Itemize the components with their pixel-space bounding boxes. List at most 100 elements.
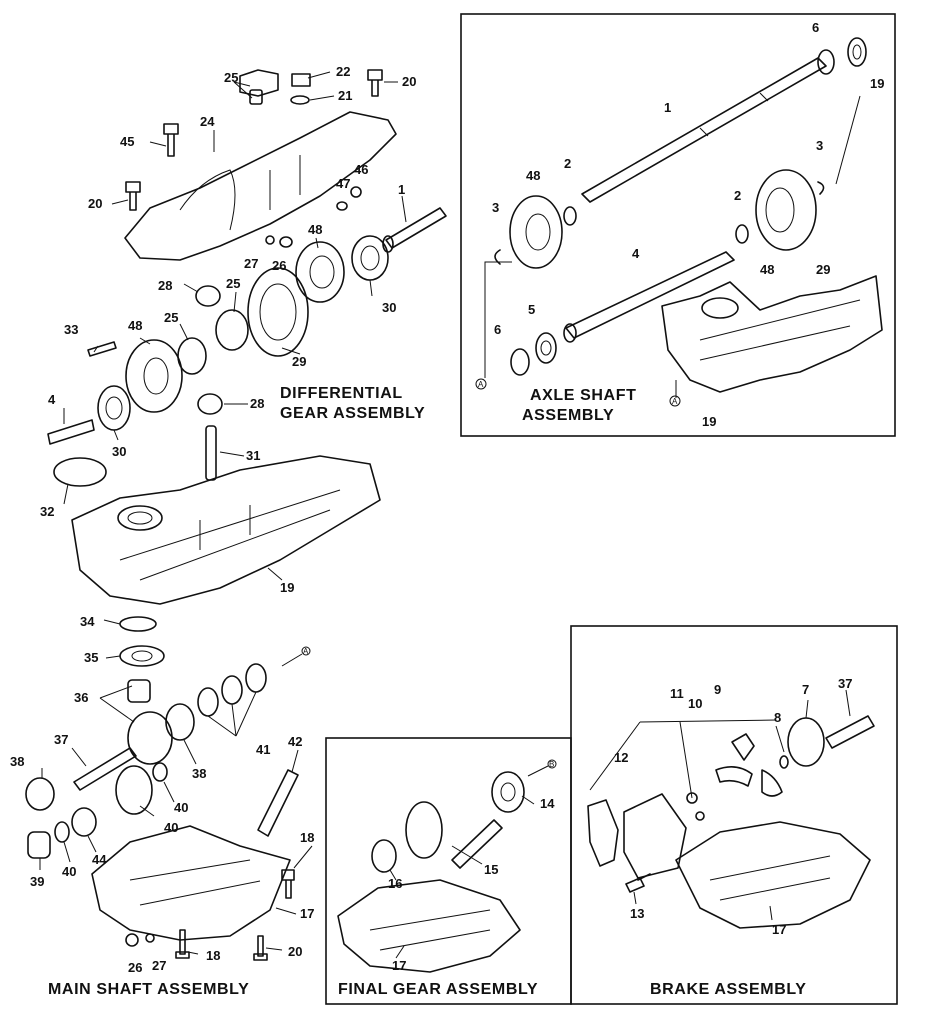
- callout: 14: [540, 796, 555, 811]
- callout: 28: [250, 396, 264, 411]
- main-shaft-title: MAIN SHAFT ASSEMBLY: [48, 981, 249, 998]
- callout: 9: [714, 682, 721, 697]
- callout: 21: [338, 88, 352, 103]
- callout: 48: [128, 318, 142, 333]
- callout: 37: [54, 732, 68, 747]
- callout: 26: [128, 960, 142, 975]
- brake-pad-10: [715, 766, 753, 787]
- svg-text:B: B: [549, 760, 554, 769]
- callout: 48: [526, 168, 540, 183]
- shaft-37: [73, 747, 137, 791]
- callout: 4: [48, 392, 56, 407]
- nut-46: [350, 186, 362, 198]
- callout: 10: [688, 696, 702, 711]
- plug-22: [291, 73, 311, 87]
- sleeve-39: [27, 831, 51, 859]
- callout: 42: [288, 734, 302, 749]
- callout: 27: [152, 958, 166, 973]
- callout: 6: [494, 322, 501, 337]
- callout: 3: [492, 200, 499, 215]
- case-48-diff: [125, 339, 183, 413]
- gear-41: [115, 765, 153, 815]
- gear-36: [127, 711, 173, 765]
- bearing-30-left: [97, 385, 131, 431]
- case-17-main: [91, 825, 291, 941]
- lever-plate: [587, 799, 619, 867]
- axle-stub-4: [47, 419, 95, 445]
- differential-title-line1: DIFFERENTIAL: [280, 385, 403, 402]
- callout: 46: [354, 162, 368, 177]
- callout: 17: [772, 922, 786, 937]
- callout: 29: [292, 354, 306, 369]
- axle-shaft-1: [581, 37, 867, 203]
- axle-shaft-4: [510, 251, 735, 376]
- bearing-44: [71, 807, 97, 837]
- housing-19: [661, 275, 883, 393]
- callout: 35: [84, 650, 98, 665]
- bearing-38-left: [25, 777, 55, 811]
- callout: 39: [30, 874, 44, 889]
- callout: 8: [774, 710, 781, 725]
- bearing-35: [119, 645, 165, 667]
- bearing-16: [371, 839, 397, 873]
- callout: 16: [388, 876, 402, 891]
- washer-27: [265, 235, 275, 245]
- axle-shaft-assembly-panel: [460, 13, 896, 437]
- washer-40-b: [54, 821, 70, 843]
- callout: 19: [702, 414, 716, 429]
- callout: 24: [200, 114, 215, 129]
- bolt-18-bottom: [175, 929, 190, 959]
- differential-assembly-drawing: [47, 69, 447, 481]
- callout: 28: [158, 278, 172, 293]
- brake-frame: [570, 625, 898, 1005]
- sleeve-36: [127, 679, 151, 703]
- ring-gear-29-diff: [247, 267, 309, 357]
- callout-numbers: 25 22 21 20 45 24 20 1 46 47 48 27 26 30…: [10, 20, 884, 975]
- callout: 7: [802, 682, 809, 697]
- final-gear-frame: [325, 737, 572, 1005]
- callout-leaders: [39, 71, 851, 959]
- axle-stub-1: [385, 207, 447, 249]
- callout: 17: [392, 958, 406, 973]
- washer-47: [336, 201, 348, 211]
- callout: 40: [174, 800, 188, 815]
- callout: 2: [564, 156, 571, 171]
- callout: 41: [256, 742, 270, 757]
- bolt-32: [87, 341, 117, 357]
- shim-42-a: [197, 687, 219, 717]
- screw-26-main: [125, 933, 139, 947]
- callout: 15: [484, 862, 498, 877]
- callout: 30: [382, 300, 396, 315]
- callout: 37: [838, 676, 852, 691]
- callout: 17: [300, 906, 314, 921]
- screw-26: [279, 236, 293, 248]
- callout: 1: [398, 182, 405, 197]
- callout: 26: [272, 258, 286, 273]
- callout: 19: [870, 76, 884, 91]
- bolt-20-left: [125, 181, 141, 211]
- pinion-25-a: [215, 309, 249, 351]
- actuator-11: [731, 733, 755, 761]
- callout: 40: [62, 864, 76, 879]
- assembly-titles: DIFFERENTIAL GEAR ASSEMBLY AXLE SHAFT AS…: [48, 385, 806, 998]
- rod-43: [257, 769, 299, 837]
- callout: 40: [164, 820, 178, 835]
- callout: 20: [88, 196, 102, 211]
- callout: 22: [336, 64, 350, 79]
- differential-case-48: [494, 195, 577, 269]
- bevel-28-b: [197, 393, 223, 415]
- callout: 18: [206, 948, 220, 963]
- o-ring-33: [53, 457, 107, 487]
- differential-title-line2: GEAR ASSEMBLY: [280, 405, 425, 422]
- callout: 13: [630, 906, 644, 921]
- bearing-30-top: [351, 235, 389, 281]
- callout: 48: [760, 262, 774, 277]
- housing-19-main: [53, 455, 381, 605]
- callout: 34: [80, 614, 95, 629]
- case-48-top: [295, 241, 345, 303]
- callout: 45: [120, 134, 134, 149]
- callout: 5: [528, 302, 535, 317]
- final-gear-title: FINAL GEAR ASSEMBLY: [338, 981, 538, 998]
- washer-34: [119, 616, 157, 632]
